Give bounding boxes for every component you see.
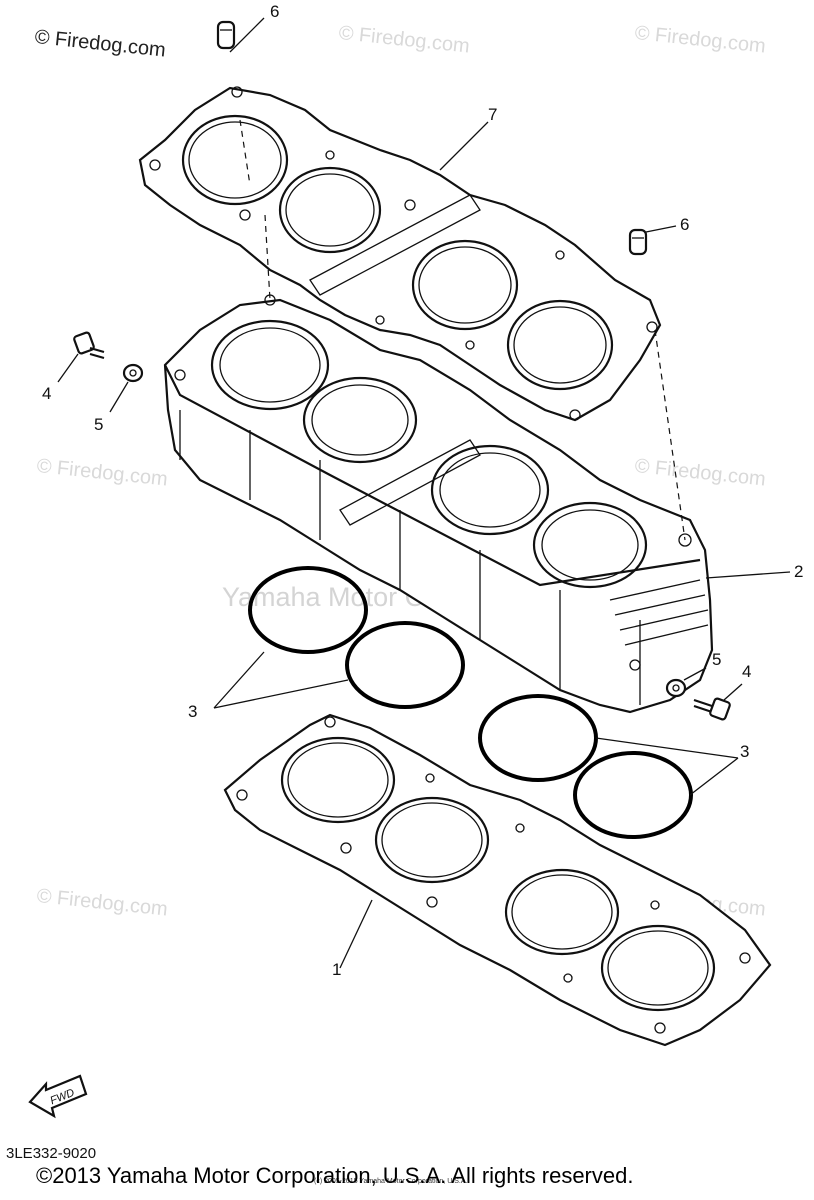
callout-5-right: 5: [712, 650, 722, 669]
callout-7: 7: [488, 105, 498, 124]
callout-2: 2: [794, 562, 804, 581]
small-copyright: (c) 2005-2015 Yamaha Motor Corporation, …: [314, 1178, 468, 1185]
callout-3-left: 3: [188, 702, 198, 721]
callout-5-left: 5: [94, 415, 104, 434]
o-rings: [248, 566, 693, 839]
washer-left: [122, 363, 144, 383]
leader-lines: [57, 17, 791, 969]
dowel-pin-right: [628, 228, 648, 256]
callout-6-top: 6: [270, 2, 280, 21]
fwd-arrow-icon: FWD: [28, 1074, 88, 1119]
bolt-left: [73, 331, 105, 360]
base-gasket: [223, 713, 772, 1047]
bolt-right: [693, 697, 731, 721]
callout-3-right: 3: [740, 742, 750, 761]
callout-4-left: 4: [42, 384, 52, 403]
callout-6-right: 6: [680, 215, 690, 234]
cylinder-block: [163, 294, 714, 714]
dowel-pin-top: [216, 20, 236, 50]
callout-1: 1: [332, 960, 342, 979]
callout-4-right: 4: [742, 662, 752, 681]
washer-right: [665, 678, 687, 698]
diagram-part-code: 3LE332-9020: [6, 1145, 97, 1162]
head-gasket-top: [138, 86, 662, 422]
copyright-notice: ©2013 Yamaha Motor Corporation, U.S.A. A…: [36, 1163, 634, 1188]
